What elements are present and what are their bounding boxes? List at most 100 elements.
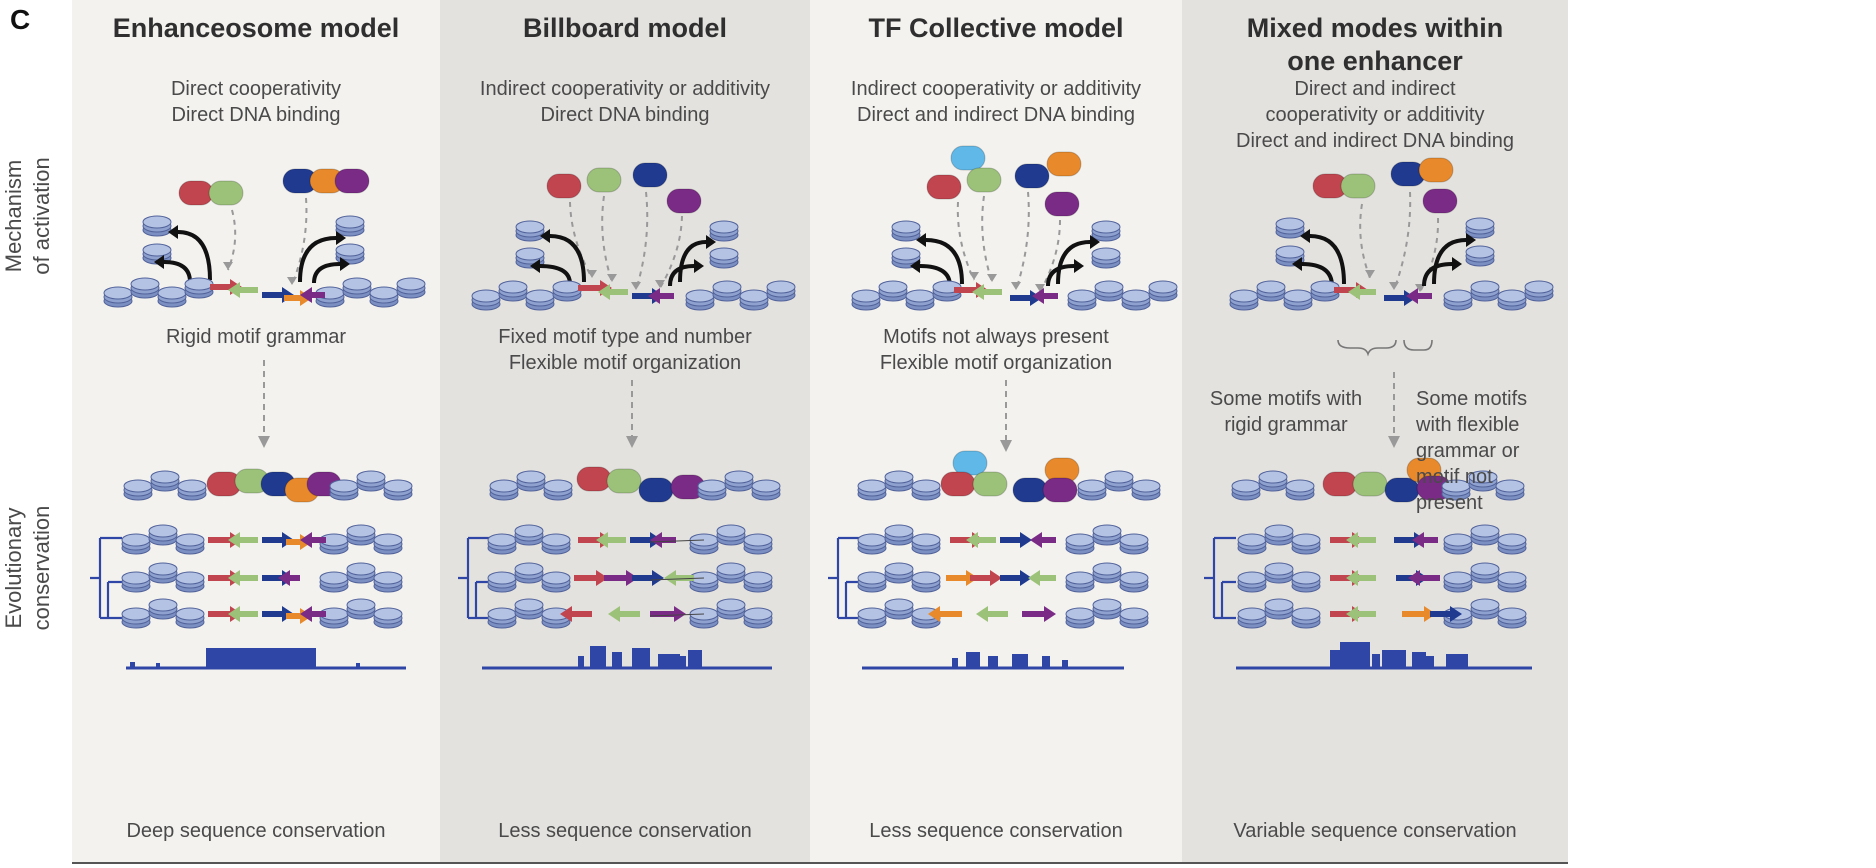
panel-2-schematic	[487, 571, 517, 585]
panel-3-schematic	[972, 284, 984, 300]
panel-3-schematic	[1065, 571, 1095, 585]
panel-1-conservation-track	[156, 663, 160, 668]
panel-1-schematic	[300, 606, 312, 622]
panel-4-schematic	[1470, 598, 1500, 612]
panel-1-schematic	[177, 230, 212, 281]
panel-4-schematic	[1285, 479, 1315, 493]
panel-3-schematic	[1148, 280, 1178, 294]
panel-4-schematic	[1497, 607, 1527, 621]
panel-4-schematic	[1291, 571, 1321, 585]
panel-3-schematic	[891, 247, 921, 261]
panel-4-schematic	[1346, 532, 1358, 548]
panel-4-schematic	[1406, 288, 1418, 304]
panel-4-schematic	[1470, 280, 1500, 294]
panel-3-schematic	[1119, 571, 1149, 585]
panel-3-schematic	[952, 450, 988, 476]
panel-4-schematic	[1346, 570, 1358, 586]
panel-1-schematic	[278, 570, 290, 586]
panel-4-schematic	[1264, 562, 1294, 576]
panel-1-schematic	[121, 607, 151, 621]
panel-1-schematic	[373, 607, 403, 621]
panel-2-schematic	[541, 571, 571, 585]
panel-4-conservation-track	[1382, 650, 1406, 668]
panel-4-title: Mixed modes within one enhancer	[1246, 13, 1504, 76]
panel-2-schematic	[514, 598, 544, 612]
panel-4-schematic	[1468, 470, 1498, 484]
panel-4-schematic	[1365, 270, 1375, 278]
panel-4-schematic	[1258, 470, 1288, 484]
panel-3-schematic	[884, 524, 914, 538]
panel-4-tf-orange	[1418, 157, 1454, 183]
panel-3-schematic	[878, 280, 908, 294]
panel-2-schematic	[743, 571, 773, 585]
panel-1-schematic	[148, 598, 178, 612]
panel-4-schematic	[1524, 280, 1554, 294]
panel-4-schematic	[1264, 598, 1294, 612]
panel-3-conservation-track	[966, 652, 980, 668]
panel-2-conservation-track	[680, 656, 686, 668]
panel-1-schematic	[130, 277, 160, 291]
panel-2-schematic	[716, 562, 746, 576]
panel-2-conservation-track	[578, 656, 584, 668]
panel-4-schematic	[1470, 524, 1500, 538]
panel-3-schematic	[910, 259, 920, 273]
panel-3-conservation-text: Less sequence conservation	[869, 820, 1123, 842]
panel-2-schematic	[678, 240, 707, 283]
panel-4-schematic	[1283, 289, 1313, 303]
panel-3-schematic	[1028, 570, 1040, 586]
panel-3-tf-purple	[1044, 191, 1080, 217]
panel-1-schematic	[148, 562, 178, 576]
panel-4-schematic	[1432, 238, 1467, 285]
panel-3-tf-green	[966, 167, 1002, 193]
panel-2-schematic	[668, 264, 695, 287]
panel-3-conservation-track	[952, 658, 958, 668]
panel-3-schematic	[884, 562, 914, 576]
panel-4-schematic	[1465, 217, 1495, 231]
panel-1-schematic	[228, 570, 240, 586]
panel-1-schematic	[346, 598, 376, 612]
panel-3-schematic	[1067, 289, 1097, 303]
row-label-mechanism: Mechanism of activation	[0, 136, 56, 296]
panel-3-schematic	[884, 470, 914, 484]
panel-4-schematic	[1300, 229, 1310, 243]
panel-1-schematic	[312, 262, 341, 284]
panel-4-schematic	[1291, 533, 1321, 547]
panel-3-schematic	[1042, 477, 1078, 503]
panel-2-schematic	[743, 607, 773, 621]
panel-2-conservation-text: Less sequence conservation	[498, 820, 752, 842]
panel-1-schematic	[168, 225, 178, 239]
panel-4-conservation-track	[1446, 654, 1468, 668]
panel-3-tf-red	[926, 174, 962, 200]
bottom-rule	[72, 862, 1568, 864]
panel-1-schematic	[298, 236, 337, 283]
panel-3-schematic	[1092, 562, 1122, 576]
panel-4-schematic	[1465, 245, 1495, 259]
panel-1-schematic	[175, 533, 205, 547]
panel-1-schematic	[228, 282, 240, 298]
panel-3-schematic	[857, 479, 887, 493]
panel-2-conservation-track	[632, 648, 650, 668]
panel-3-schematic	[911, 533, 941, 547]
panel-background-2	[440, 0, 810, 862]
panel-4-schematic	[1322, 471, 1358, 497]
panel-3-schematic	[969, 272, 979, 280]
panel-4-schematic	[1393, 191, 1412, 291]
panel-1-schematic	[396, 277, 426, 291]
panel-3-conservation-track	[988, 656, 998, 668]
panel-2-schematic	[650, 532, 662, 548]
panel-4-schematic	[1384, 477, 1420, 503]
panel-2-schematic	[649, 539, 705, 543]
panel-4-schematic	[1352, 471, 1388, 497]
panel-1-schematic	[356, 470, 386, 484]
panel-1-schematic	[163, 260, 192, 283]
panel-3-schematic	[1020, 532, 1032, 548]
panel-2-schematic	[587, 270, 597, 278]
panel-2-schematic	[766, 280, 796, 294]
panel-2-schematic	[549, 234, 586, 283]
panel-1-schematic	[154, 255, 164, 269]
panel-2-conservation-track	[590, 646, 606, 668]
panel-2-grammar-text: Fixed motif type and number Flexible mot…	[498, 326, 752, 374]
panel-1-schematic	[157, 286, 187, 300]
panel-2-schematic	[607, 274, 617, 282]
